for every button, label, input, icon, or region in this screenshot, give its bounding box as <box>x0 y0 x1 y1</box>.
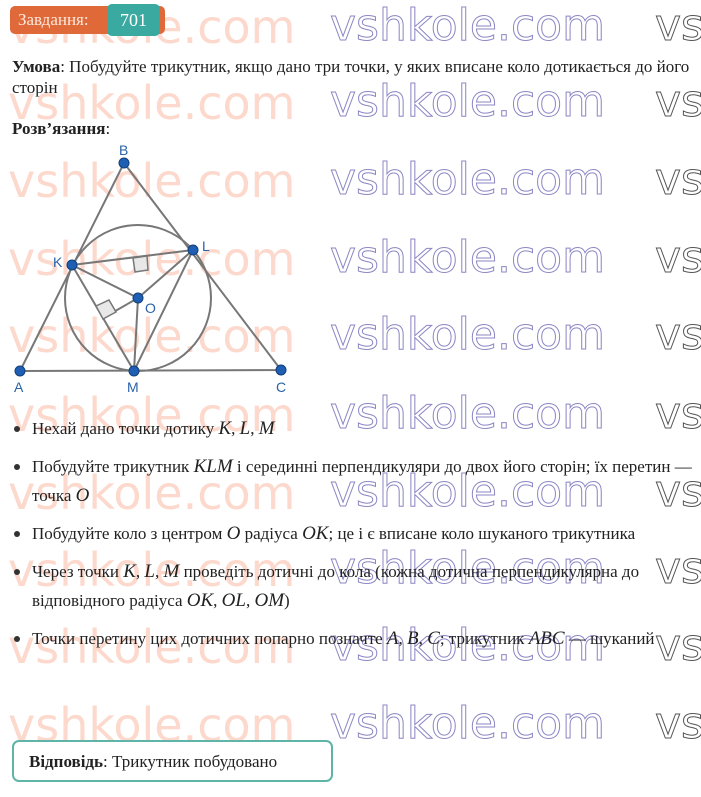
answer-box: Відповідь: Трикутник побудовано <box>12 740 333 782</box>
step-item: Нехай дано точки дотику K, L, M <box>14 414 701 443</box>
answer-text: : Трикутник побудовано <box>103 752 278 771</box>
condition-text: : Побудуйте трикутник, якщо дано три точ… <box>12 57 690 97</box>
right-angle-mark <box>132 255 149 273</box>
steps-list: Нехай дано точки дотику K, L, M Побудуйт… <box>8 414 701 662</box>
label-k: K <box>53 254 63 270</box>
step-item: Побудуйте трикутник KLM і серединні перп… <box>14 452 701 510</box>
watermark: vs <box>655 0 701 52</box>
label-a: A <box>14 379 24 395</box>
task-badge: Завдання: 701 <box>10 4 165 36</box>
watermark: vshkole.com <box>330 154 606 206</box>
point-l <box>187 244 199 256</box>
solution-label: Розв’язання <box>12 119 106 138</box>
label-l: L <box>202 238 210 254</box>
condition: Умова: Побудуйте трикутник, якщо дано тр… <box>12 56 692 98</box>
right-angle-mark <box>94 299 118 321</box>
point-m <box>128 365 140 377</box>
watermark: vs <box>655 309 701 361</box>
point-b <box>118 157 130 169</box>
watermark: vs <box>655 154 701 206</box>
point-c <box>275 364 287 376</box>
watermark: vs <box>655 698 701 750</box>
condition-label: Умова <box>12 57 61 76</box>
step-item: Точки перетину цих дотичних попарно позн… <box>14 624 701 653</box>
point-o <box>132 292 144 304</box>
watermark: vshkole.com <box>330 698 606 750</box>
step-item: Через точки K, L, M проведіть дотичні до… <box>14 557 701 615</box>
watermark: vshkole.com <box>330 309 606 361</box>
label-m: M <box>127 379 139 395</box>
answer-label: Відповідь <box>29 752 104 771</box>
task-label: Завдання: <box>18 10 89 29</box>
step-item: Побудуйте коло з центром O радіуса OK; ц… <box>14 519 701 548</box>
watermark: vs <box>655 232 701 284</box>
task-number: 701 <box>107 4 160 36</box>
point-a <box>14 365 26 377</box>
watermark: vshkole.com <box>330 232 606 284</box>
solution-colon: : <box>105 119 111 138</box>
geometry-figure: B K L O A M C <box>14 142 287 395</box>
label-b: B <box>119 142 128 158</box>
label-o: O <box>145 300 156 316</box>
point-k <box>66 259 78 271</box>
watermark: vshkole.com <box>330 0 606 52</box>
label-c: C <box>276 379 286 395</box>
solution-heading: Розв’язання: <box>12 119 110 139</box>
